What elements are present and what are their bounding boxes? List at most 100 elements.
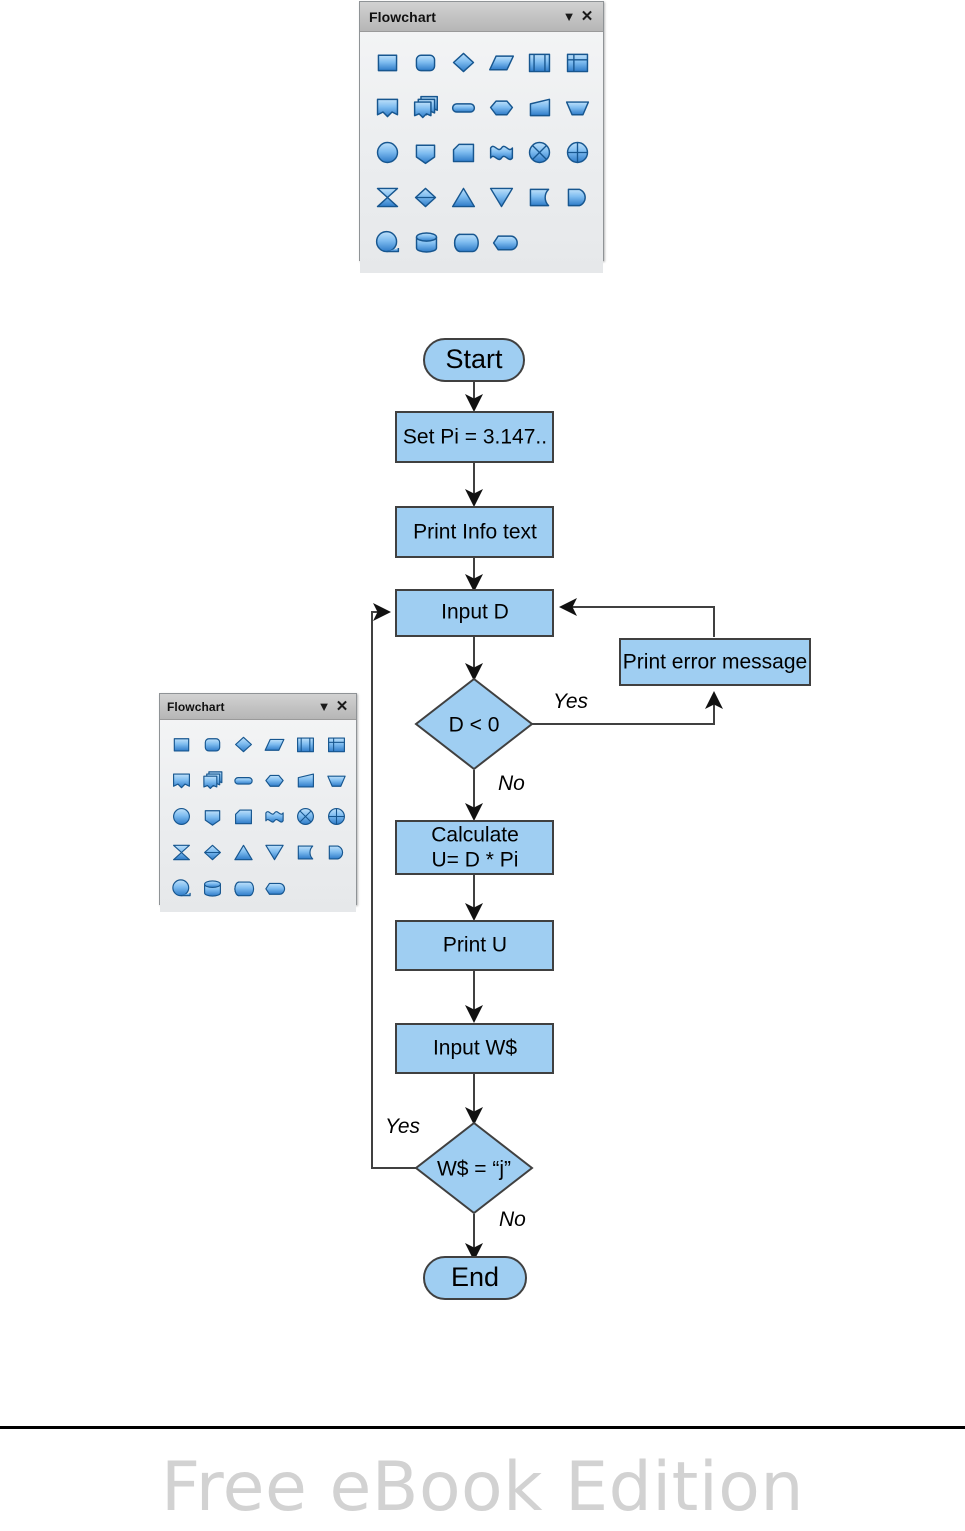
edge-printerror-to-inputd [559,598,715,637]
flowchart-multidocument-icon[interactable] [197,762,228,798]
flowchart-terminator-icon[interactable] [444,85,482,130]
node-set-pi-label: Set Pi = 3.147.. [403,426,547,449]
node-set-pi[interactable]: Set Pi = 3.147.. [395,411,554,463]
close-icon[interactable]: ✕ [580,8,594,25]
toolbar-titlebar[interactable]: Flowchart ▼ ✕ [160,694,356,720]
toolbar-icon-row [166,798,352,834]
flowchart-merge-icon[interactable] [483,175,521,220]
toolbar-icon-row [368,220,597,265]
flowchart-off-page-connector-icon[interactable] [406,130,444,175]
node-start-label: Start [445,344,503,374]
edge-decisionw-yes-to-inputd [371,603,417,1169]
flowchart-alternate-process-icon[interactable] [406,40,444,85]
flowchart-multidocument-icon[interactable] [406,85,444,130]
toolbar-icon-row [368,175,597,220]
node-input-w-label: Input W$ [433,1037,517,1060]
flowchart-document-icon[interactable] [368,85,406,130]
node-calculate-label-line1: Calculate [431,824,519,847]
close-icon[interactable]: ✕ [335,698,349,715]
flowchart-sort-icon[interactable] [406,175,444,220]
flowchart-connector-icon[interactable] [368,130,406,175]
flowchart-connectors [371,381,723,1261]
flowchart-off-page-connector-icon[interactable] [197,798,228,834]
flowchart-decision-icon[interactable] [444,40,482,85]
flowchart-card-icon[interactable] [444,130,482,175]
flowchart-predefined-process-icon[interactable] [290,726,321,762]
toolbar-icon-row [166,762,352,798]
flowchart-magnetic-disc-icon[interactable] [197,870,228,906]
flowchart-extract-icon[interactable] [444,175,482,220]
flowchart-or-icon[interactable] [321,798,352,834]
flowchart-connector-icon[interactable] [166,798,197,834]
flowchart-direct-access-storage-icon[interactable] [228,870,259,906]
flowchart-terminator-icon[interactable] [228,762,259,798]
flowchart-data-icon[interactable] [259,726,290,762]
flowchart-delay-icon[interactable] [559,175,597,220]
toolbar-titlebar[interactable]: Flowchart ▼ ✕ [360,2,603,32]
toolbar-icon-row [166,726,352,762]
flowchart-toolbar-top[interactable]: Flowchart ▼ ✕ [359,1,604,273]
flowchart-card-icon[interactable] [228,798,259,834]
flowchart-delay-icon[interactable] [321,834,352,870]
flowchart-display-icon[interactable] [259,870,290,906]
flowchart-summing-junction-icon[interactable] [521,130,559,175]
node-input-w[interactable]: Input W$ [395,1023,554,1074]
flowchart-internal-storage-icon[interactable] [559,40,597,85]
flowchart-manual-operation-icon[interactable] [559,85,597,130]
flowchart-internal-storage-icon[interactable] [321,726,352,762]
edge-label-d-no: No [498,772,525,795]
flowchart-document-icon[interactable] [166,762,197,798]
flowchart-display-icon[interactable] [485,220,524,265]
node-end-label: End [451,1262,499,1292]
flowchart-decision-icon[interactable] [228,726,259,762]
flowchart-summing-junction-icon[interactable] [290,798,321,834]
flowchart-data-icon[interactable] [483,40,521,85]
node-calculate[interactable]: Calculate U= D * Pi [395,820,554,875]
flowchart-manual-input-icon[interactable] [521,85,559,130]
node-print-info[interactable]: Print Info text [395,506,554,558]
flowchart-manual-input-icon[interactable] [290,762,321,798]
flowchart-sort-icon[interactable] [197,834,228,870]
flowchart-process-icon[interactable] [368,40,406,85]
node-end[interactable]: End [423,1256,527,1300]
toolbar-icon-grid [360,32,603,273]
flowchart-extract-icon[interactable] [228,834,259,870]
flowchart-diagram: Start Set Pi = 3.147.. Print Info text I… [371,338,811,1300]
flowchart-or-icon[interactable] [559,130,597,175]
toolbar-icon-row [368,130,597,175]
node-decision-w[interactable]: W$ = “j” [414,1121,534,1215]
flowchart-sequential-access-icon[interactable] [368,220,407,265]
flowchart-magnetic-disc-icon[interactable] [407,220,446,265]
flowchart-collate-icon[interactable] [368,175,406,220]
flowchart-stored-data-icon[interactable] [290,834,321,870]
flowchart-process-icon[interactable] [166,726,197,762]
flowchart-toolbar-left[interactable]: Flowchart ▼ ✕ [159,693,357,912]
flowchart-punched-tape-icon[interactable] [259,798,290,834]
node-start[interactable]: Start [423,338,525,382]
node-decision-d[interactable]: D < 0 [414,677,534,771]
node-print-u[interactable]: Print U [395,920,554,971]
flowchart-alternate-process-icon[interactable] [197,726,228,762]
flowchart-stored-data-icon[interactable] [521,175,559,220]
flowchart-preparation-icon[interactable] [259,762,290,798]
chevron-down-icon[interactable]: ▼ [317,699,331,714]
flowchart-sequential-access-icon[interactable] [166,870,197,906]
flowchart-merge-icon[interactable] [259,834,290,870]
node-calculate-label-line2: U= D * Pi [432,849,519,872]
node-print-u-label: Print U [443,934,507,957]
node-input-d[interactable]: Input D [395,589,554,637]
flowchart-punched-tape-icon[interactable] [483,130,521,175]
edge-decisiond-yes-to-printerror [532,691,723,725]
chevron-down-icon[interactable]: ▼ [562,9,576,24]
node-print-error-label: Print error message [623,651,807,674]
flowchart-manual-operation-icon[interactable] [321,762,352,798]
flowchart-direct-access-storage-icon[interactable] [446,220,485,265]
flowchart-predefined-process-icon[interactable] [521,40,559,85]
edge-label-w-yes: Yes [385,1115,421,1138]
node-print-error[interactable]: Print error message [619,638,811,686]
edge-label-w-no: No [499,1208,526,1231]
footer-divider [0,1426,965,1429]
flowchart-collate-icon[interactable] [166,834,197,870]
flowchart-preparation-icon[interactable] [483,85,521,130]
